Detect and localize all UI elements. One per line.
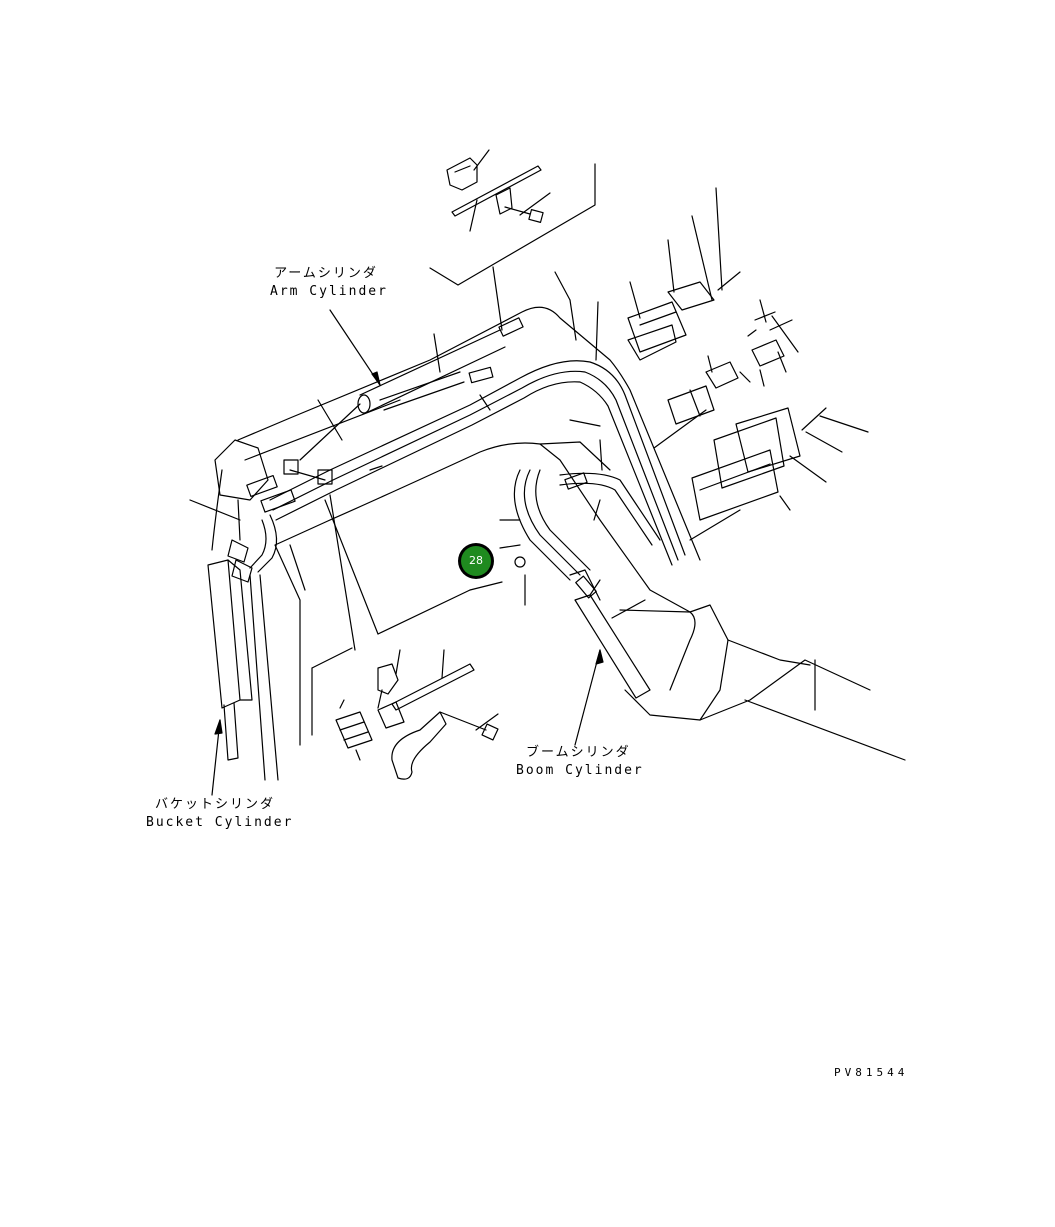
leader-lines bbox=[190, 272, 603, 795]
part-callout-number: 28 bbox=[461, 546, 491, 576]
boom-cylinder-label-en: Boom Cylinder bbox=[516, 763, 644, 778]
boom-cylinder-label-jp: ブームシリンダ bbox=[526, 745, 631, 760]
part-callout-28[interactable]: 28 bbox=[458, 543, 494, 579]
arm-cylinder-label-en: Arm Cylinder bbox=[270, 284, 388, 299]
bucket-cylinder-label-en: Bucket Cylinder bbox=[146, 815, 294, 830]
hydraulic-hoses bbox=[228, 318, 685, 598]
arm-cylinder-label-jp: アームシリンダ bbox=[274, 266, 378, 281]
drawing-code: PV81544 bbox=[834, 1066, 909, 1079]
lower-clamp-detail bbox=[312, 648, 498, 779]
bucket-cylinder-label-jp: バケットシリンダ bbox=[155, 797, 276, 812]
boom-structure bbox=[208, 307, 905, 780]
right-clamp-details bbox=[628, 188, 868, 540]
top-clamp-detail bbox=[430, 150, 595, 330]
